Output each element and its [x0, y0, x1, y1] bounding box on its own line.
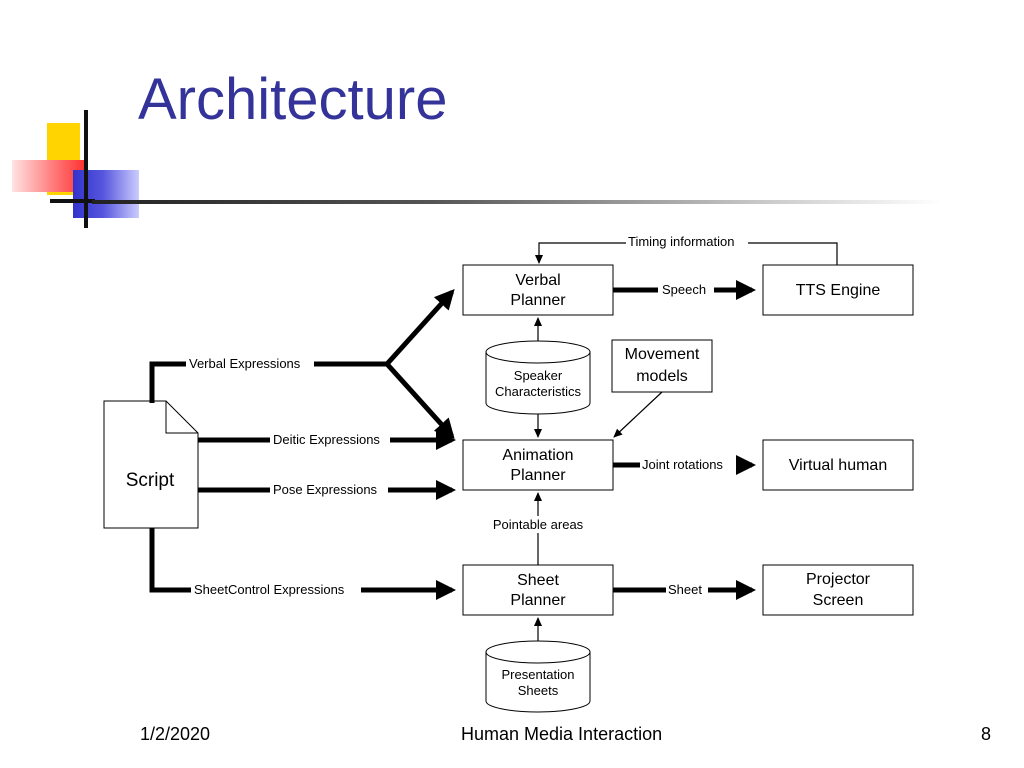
script-label: Script: [126, 470, 175, 491]
edge-label-sheet: Sheet: [668, 582, 702, 597]
tts-engine-label: TTS Engine: [796, 282, 881, 299]
edge-sheetcontrol-expressions: SheetControl Expressions: [149, 528, 456, 600]
node-speaker-characteristics: Speaker Characteristics: [485, 340, 591, 415]
movement-models-label-1: Movement: [625, 346, 700, 363]
edge-label-verbal-expressions: Verbal Expressions: [189, 356, 301, 371]
movement-models-label-2: models: [636, 368, 688, 385]
edge-pointable-areas: Pointable areas: [484, 492, 590, 565]
node-movement-models: Movement models: [611, 339, 713, 393]
edge-label-timing-information: Timing information: [628, 234, 734, 249]
animation-planner-label-2: Planner: [510, 467, 566, 484]
node-projector-screen: Projector Screen: [762, 564, 914, 616]
edge-label-deitic-expressions: Deitic Expressions: [273, 432, 380, 447]
edge-label-pose-expressions: Pose Expressions: [273, 482, 378, 497]
presentation-sheets-label-2: Sheets: [518, 683, 559, 698]
deco-horizontal-line: [50, 199, 95, 203]
edge-sheet: Sheet: [613, 580, 756, 600]
node-verbal-planner: Verbal Planner: [462, 264, 614, 316]
edge-label-sheetcontrol-expressions: SheetControl Expressions: [194, 582, 345, 597]
verbal-planner-label-2: Planner: [510, 292, 566, 309]
node-script: Script: [103, 400, 199, 529]
speaker-characteristics-label-1: Speaker: [514, 368, 563, 383]
footer-center: Human Media Interaction: [461, 724, 663, 744]
edge-pose-expressions: Pose Expressions: [198, 480, 456, 500]
presentation-sheets-label-1: Presentation: [502, 667, 575, 682]
edge-label-pointable-areas: Pointable areas: [493, 517, 584, 532]
edge-deitic-expressions: Deitic Expressions: [198, 430, 456, 450]
animation-planner-label-1: Animation: [502, 447, 573, 464]
node-animation-planner: Animation Planner: [462, 439, 614, 491]
speaker-characteristics-label-2: Characteristics: [495, 384, 581, 399]
verbal-planner-label-1: Verbal: [515, 272, 560, 289]
node-presentation-sheets: Presentation Sheets: [485, 640, 591, 713]
title-rule: [92, 200, 942, 204]
edge-movement-to-animation: [613, 391, 663, 438]
edge-label-joint-rotations: Joint rotations: [642, 457, 723, 472]
deco-vertical-line: [84, 110, 88, 228]
projector-screen-label-2: Screen: [813, 592, 864, 609]
page-number: 8: [981, 724, 992, 744]
edge-timing-information: Timing information: [535, 234, 838, 265]
sheet-planner-label-1: Sheet: [517, 572, 559, 589]
node-tts-engine: TTS Engine: [762, 264, 914, 316]
edge-label-speech: Speech: [662, 282, 706, 297]
footer-date: 1/2/2020: [140, 724, 211, 744]
node-virtual-human: Virtual human: [762, 439, 914, 491]
edge-verbal-expressions: Verbal Expressions: [149, 289, 455, 439]
sheet-planner-label-2: Planner: [510, 592, 566, 609]
projector-screen-label-1: Projector: [806, 571, 871, 588]
node-sheet-planner: Sheet Planner: [462, 564, 614, 616]
edge-joint-rotations: Joint rotations: [613, 455, 756, 475]
virtual-human-label: Virtual human: [789, 457, 887, 474]
edge-speech: Speech: [613, 280, 756, 300]
slide-title: Architecture: [138, 67, 448, 132]
